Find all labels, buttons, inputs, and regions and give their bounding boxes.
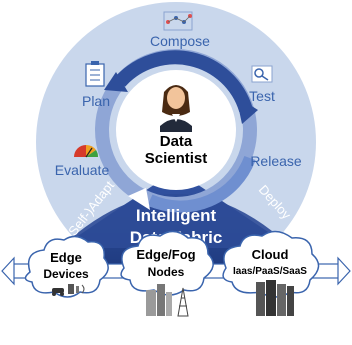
cycle-ring-dark-arc <box>114 50 253 113</box>
cycle-ring-dark-arc-lower <box>147 155 256 213</box>
step-test: Test <box>249 88 275 104</box>
cloud-cloud-services <box>222 230 320 298</box>
step-plan: Plan <box>82 93 110 109</box>
data-scientist-avatar-icon <box>160 85 192 132</box>
step-compose: Compose <box>150 33 210 49</box>
cloud-edge-fog-line2: Nodes <box>148 265 185 279</box>
cloud-services-line1: Cloud <box>252 247 289 262</box>
fabric-upper-arc <box>60 194 292 248</box>
cloud-servers-icon <box>256 280 294 316</box>
cycle-arrow-right-icon <box>236 96 258 124</box>
cycle-arrow-lower-icon <box>128 188 150 210</box>
evaluate-gauge-icon <box>74 144 99 158</box>
cloud-edge-devices-line1: Edge <box>50 250 82 265</box>
fabric-title-line1: Intelligent <box>136 206 217 225</box>
compose-icon <box>163 11 193 31</box>
step-release: Release <box>250 153 302 169</box>
cloud-edge-fog-nodes <box>120 230 214 296</box>
edge-fog-buildings-icon <box>146 284 189 317</box>
cloud-edge-devices-line2: Devices <box>43 267 89 281</box>
cloud-services-line2: Iaas/PaaS/SaaS <box>233 266 307 277</box>
center-label-data: Data <box>160 133 193 150</box>
step-evaluate: Evaluate <box>55 162 110 178</box>
cycle-arrow-top-icon <box>104 72 128 92</box>
cloud-edge-fog-line1: Edge/Fog <box>136 247 195 262</box>
test-magnifier-icon <box>251 65 273 83</box>
edge-devices-icons <box>52 284 85 296</box>
cloud-edge-devices <box>24 235 109 298</box>
plan-clipboard-icon <box>85 61 105 87</box>
center-label-scientist: Scientist <box>145 150 208 167</box>
